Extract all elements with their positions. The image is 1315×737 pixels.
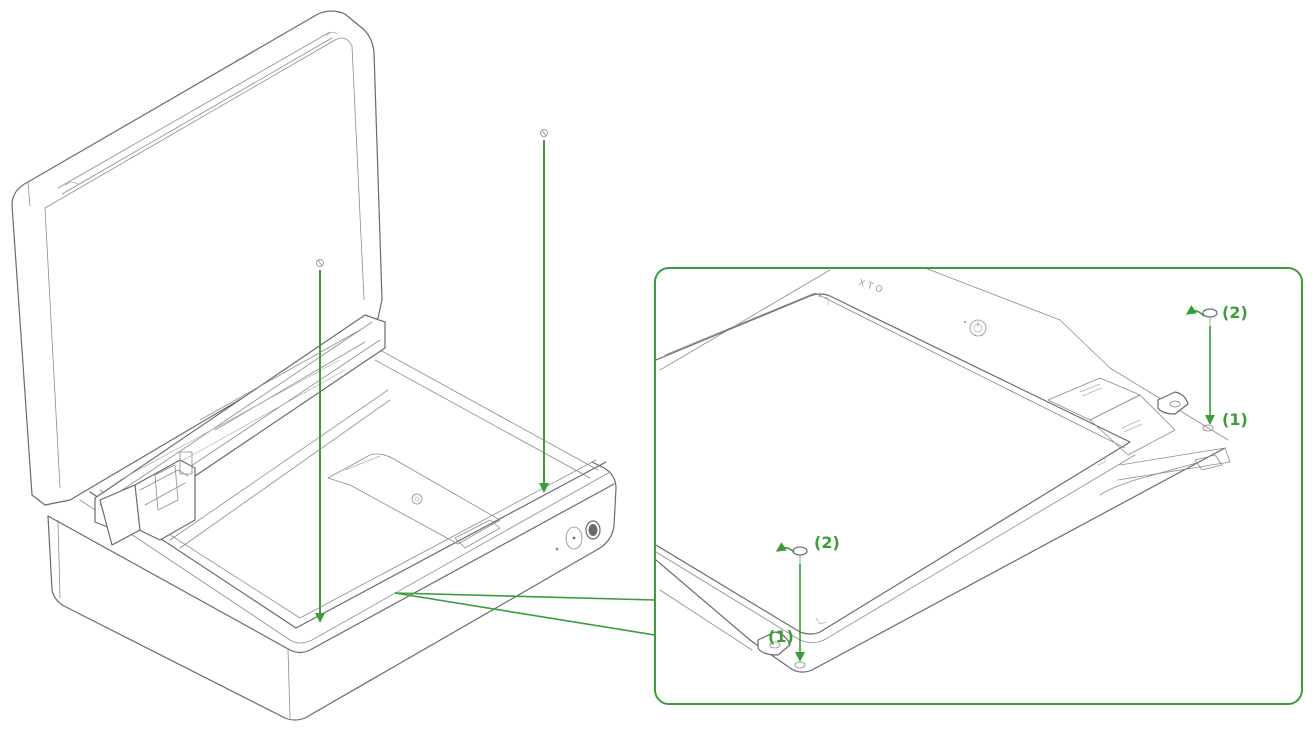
step-label-2-bottom: (2) — [814, 533, 840, 552]
rotate-arrow-icon — [1185, 305, 1205, 317]
laser-head — [99, 451, 196, 546]
callout-frame — [654, 267, 1303, 705]
screw-hole-right — [1202, 424, 1214, 432]
screw-icon — [540, 129, 548, 137]
locating-pin-right — [1157, 391, 1189, 415]
machine-base — [47, 461, 617, 721]
power-button-icon — [964, 319, 987, 337]
screw-icon — [316, 259, 324, 267]
brand-mark: XTO — [857, 278, 886, 296]
front-controls — [555, 520, 601, 551]
machine-lid — [11, 10, 383, 506]
screw-hole-left — [794, 661, 806, 669]
screw-icon — [792, 546, 808, 567]
rotate-arrow-icon — [775, 542, 795, 553]
step-label-2-top: (2) — [1222, 303, 1248, 322]
detail-callout-box: XTO — [654, 267, 1303, 705]
callout-leader — [394, 592, 656, 636]
screw-icon — [1202, 308, 1218, 329]
honeycomb-bed — [327, 453, 501, 549]
step-label-1-bottom: (1) — [768, 627, 794, 646]
locating-pin-left — [757, 631, 791, 656]
laser-engraver-machine — [11, 10, 617, 721]
step-label-1-top: (1) — [1222, 410, 1248, 429]
